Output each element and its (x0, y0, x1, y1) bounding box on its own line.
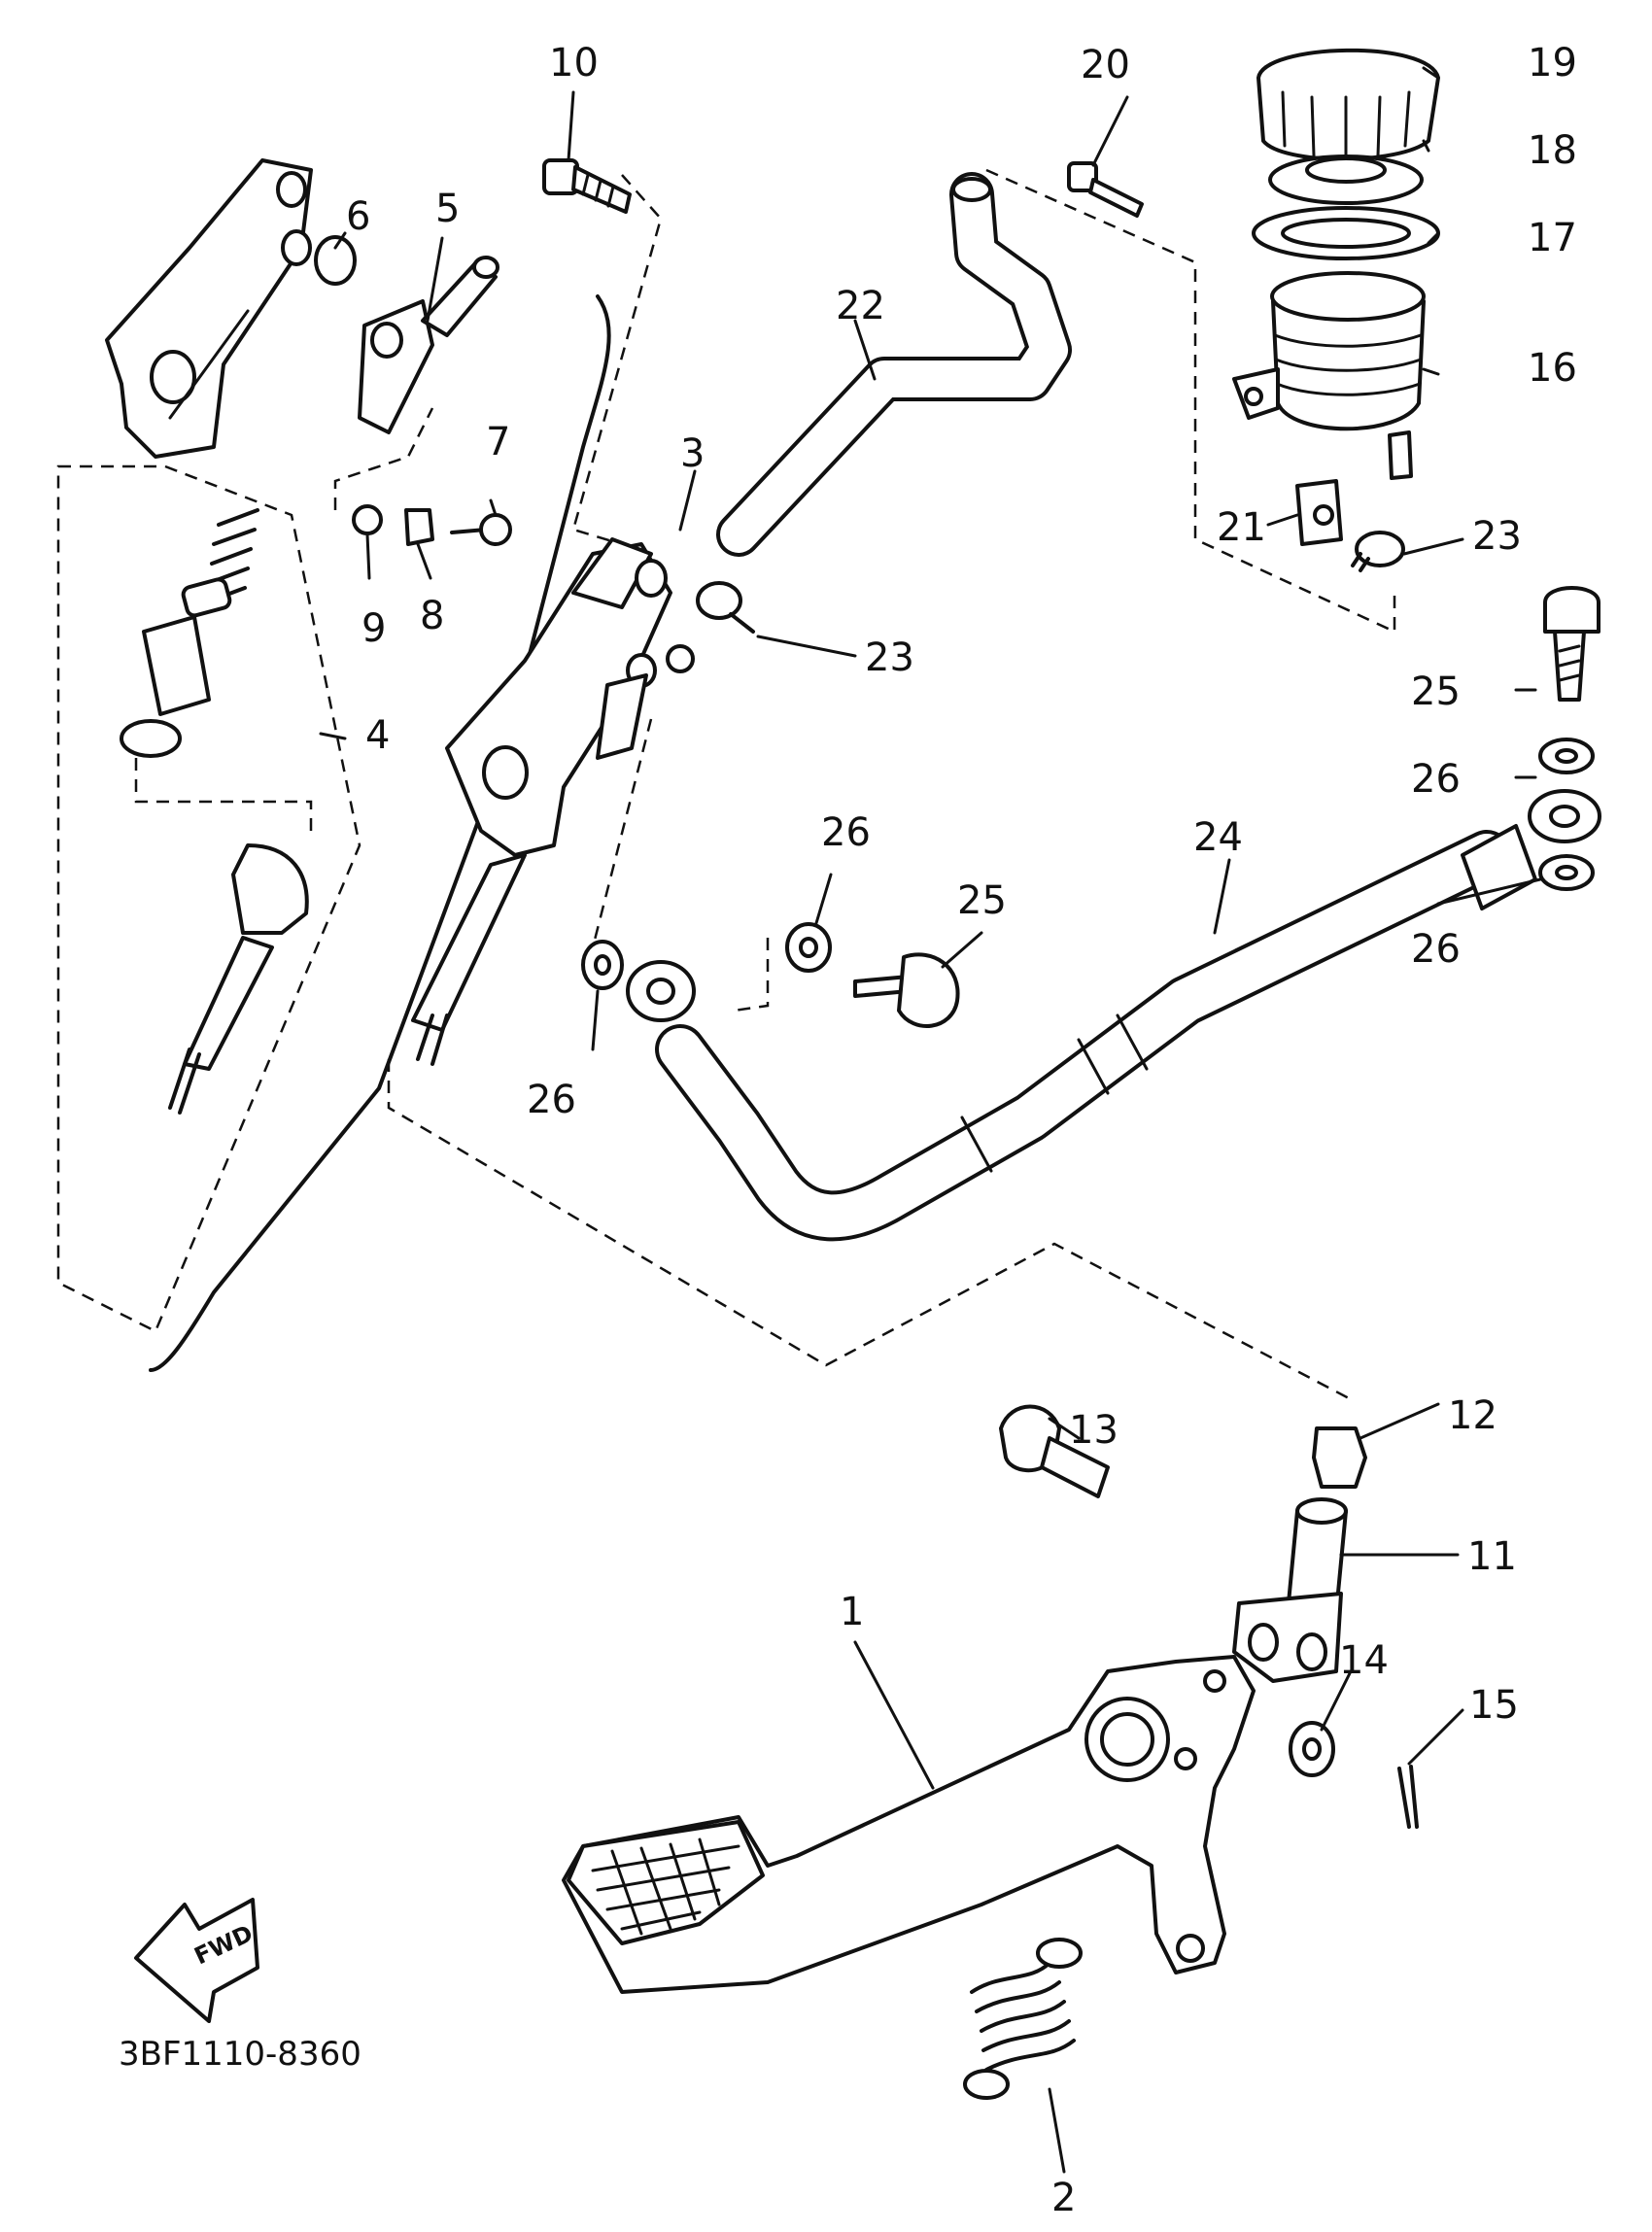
clip-8 (404, 508, 434, 546)
nut-12 (1312, 1426, 1367, 1489)
screw-20 (1067, 161, 1144, 218)
washer-26-right-bottom (1538, 854, 1595, 891)
label-12: 12 (1448, 1393, 1497, 1438)
bracket-21 (1295, 479, 1343, 546)
label-7: 7 (486, 420, 510, 464)
brake-hose (626, 789, 1601, 1242)
label-21: 21 (1217, 505, 1266, 550)
label-24: 24 (1193, 815, 1243, 860)
reservoir-cap-19 (1256, 48, 1440, 161)
section-divider-line (149, 294, 611, 1372)
reference-lines (56, 168, 1396, 1401)
return-spring-2 (963, 1938, 1083, 2100)
label-20: 20 (1081, 43, 1130, 87)
label-18: 18 (1528, 128, 1577, 173)
label-26-right-top: 26 (1411, 757, 1461, 802)
bolt-13 (999, 1404, 1110, 1498)
label-1: 1 (840, 1590, 864, 1634)
label-16: 16 (1528, 346, 1577, 391)
bolt-10 (542, 158, 632, 214)
union-bolt-right (1543, 586, 1600, 702)
leader-lines (319, 66, 1542, 2174)
label-26-left: 26 (527, 1078, 576, 1122)
hose-clamp-right (1351, 531, 1405, 572)
label-26-right-bottom: 26 (1411, 927, 1461, 972)
part-labels: 1 2 3 4 5 6 7 8 9 10 11 12 13 14 15 16 1… (346, 41, 1577, 2220)
label-13: 13 (1069, 1408, 1119, 1453)
label-19: 19 (1528, 41, 1577, 86)
label-25-right: 25 (1411, 670, 1461, 714)
hose-joint (358, 256, 499, 434)
label-4: 4 (365, 713, 390, 758)
master-cylinder-assembled (411, 537, 695, 1066)
label-2: 2 (1051, 2176, 1076, 2220)
label-14: 14 (1339, 1638, 1389, 1683)
washer-9 (352, 504, 383, 535)
washer-26-center (785, 922, 832, 973)
label-9: 9 (361, 606, 386, 651)
cotter-pin-15 (1397, 1765, 1419, 1829)
label-17: 17 (1528, 216, 1577, 260)
screw-7 (450, 513, 512, 546)
hose-clamp-center (696, 581, 755, 634)
washer-14 (1289, 1721, 1335, 1777)
label-11: 11 (1467, 1534, 1517, 1579)
label-26-center: 26 (821, 810, 871, 855)
label-3: 3 (680, 431, 705, 476)
label-23-right: 23 (1472, 514, 1522, 559)
clevis-11 (1232, 1497, 1348, 1683)
label-23-center: 23 (865, 635, 914, 680)
label-15: 15 (1469, 1683, 1519, 1728)
fwd-arrow-icon: FWD (134, 1898, 259, 2023)
label-6: 6 (346, 194, 370, 239)
label-10: 10 (549, 41, 599, 86)
diagram-code: 3BF1110-8360 (119, 2035, 361, 2074)
label-25-center: 25 (957, 878, 1007, 923)
washer-26-left (581, 940, 624, 990)
union-bolt-center (853, 952, 960, 1028)
diaphragm-18 (1268, 155, 1424, 205)
plate-17 (1252, 206, 1440, 260)
label-5: 5 (435, 187, 460, 231)
master-cylinder-exploded (105, 158, 313, 1115)
o-ring (314, 235, 357, 286)
label-22: 22 (836, 284, 885, 328)
washer-26-right-top (1538, 738, 1595, 774)
reservoir-16 (1232, 271, 1426, 480)
brake-pedal-1 (562, 1655, 1256, 1994)
label-8: 8 (420, 594, 444, 638)
reservoir-hose-inner (720, 176, 1068, 553)
